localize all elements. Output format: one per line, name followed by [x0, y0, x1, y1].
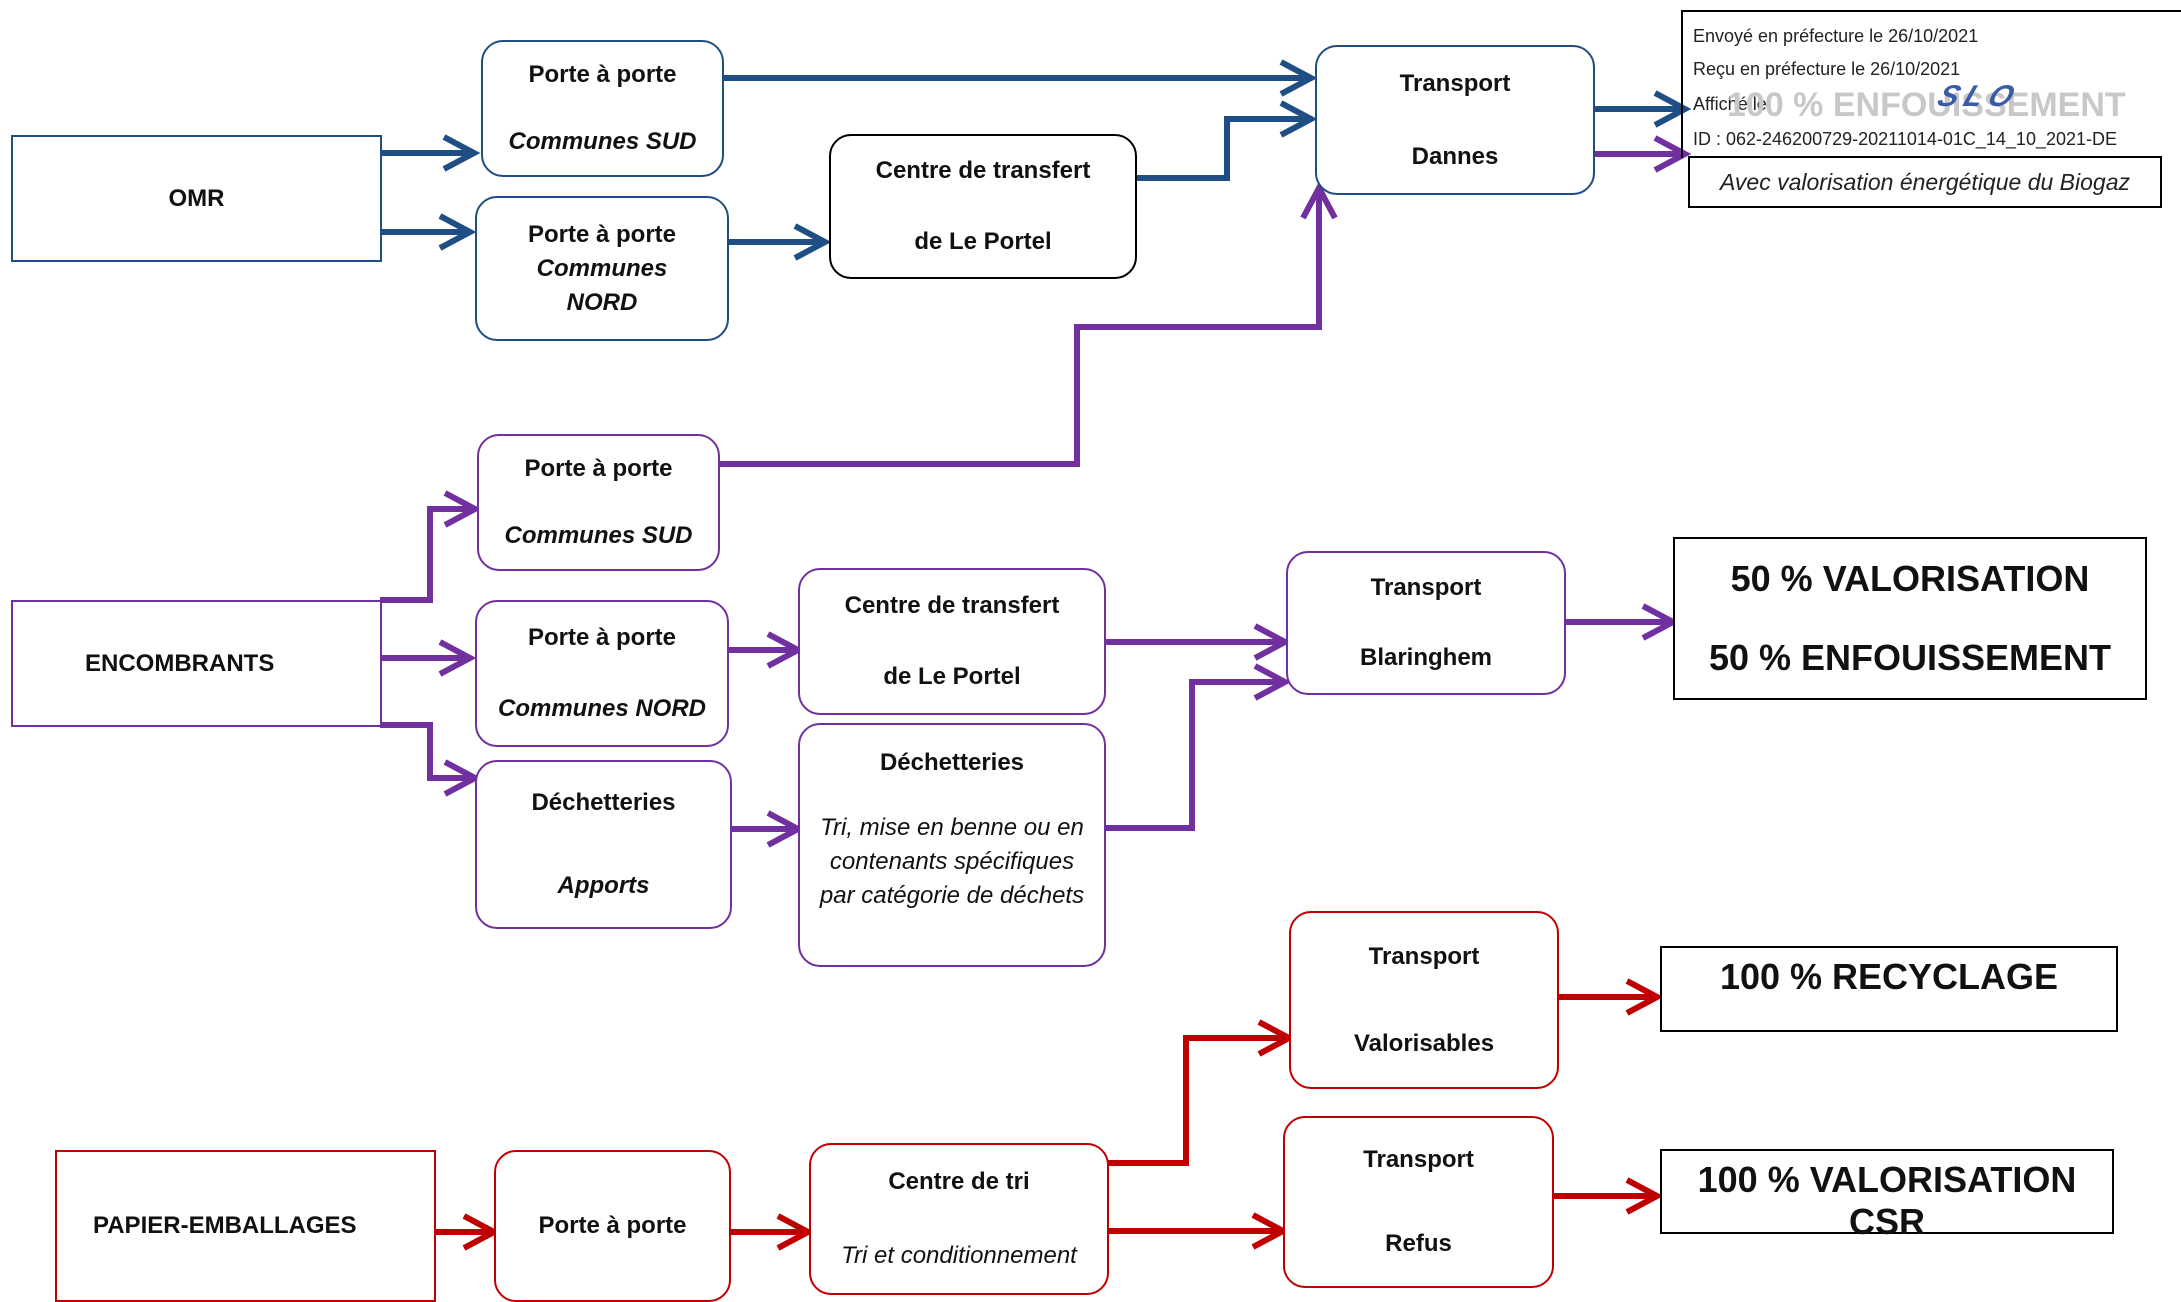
- omr-pap-nord-box: Porte à porte Communes NORD: [475, 196, 729, 341]
- enc-dech-tri-line4: par catégorie de déchets: [819, 882, 1085, 909]
- omr-centre-transfert-box: Centre de transfert de Le Portel: [829, 134, 1137, 279]
- enc-pap-sud-box: Porte à porte Communes SUD: [477, 434, 720, 571]
- omr-result-sub-box: Avec valorisation énergétique du Biogaz: [1688, 156, 2162, 208]
- enc-dech-apports-line1: Déchetteries: [531, 789, 676, 817]
- centre-tri-line2: Tri et conditionnement: [841, 1242, 1077, 1269]
- enc-dech-tri-line3: contenants spécifiques: [829, 848, 1075, 875]
- prefecture-stamp: Envoyé en préfecture le 26/10/2021 Reçu …: [1681, 10, 2181, 158]
- transport-dannes-line1: Transport: [1399, 69, 1511, 97]
- enc-result-box: 50 % VALORISATION 50 % ENFOUISSEMENT: [1673, 537, 2147, 700]
- omr-result-main: 100 % ENFOUISSEMENT: [1727, 86, 2126, 124]
- enc-pap-nord-line2: Communes NORD: [497, 695, 707, 723]
- transport-valorisables-box: Transport Valorisables: [1289, 911, 1559, 1089]
- omr-transfert-line2: de Le Portel: [914, 227, 1052, 255]
- enc-transfert-line1: Centre de transfert: [844, 591, 1060, 619]
- transport-dannes-line2: Dannes: [1411, 142, 1499, 170]
- papier-pap-label: Porte à porte: [538, 1212, 687, 1239]
- source-papier-label: PAPIER-EMBALLAGES: [93, 1212, 357, 1239]
- enc-result-line1: 50 % VALORISATION: [1730, 557, 2090, 599]
- transport-refus-line1: Transport: [1363, 1146, 1474, 1173]
- arrow-pap-sud-to-transport-dannes: [720, 193, 1322, 467]
- arrow-enc-to-dech-apports: [380, 722, 470, 781]
- recyclage-result-text: 100 % RECYCLAGE: [1719, 956, 2059, 997]
- centre-tri-line1: Centre de tri: [888, 1168, 1030, 1195]
- stamp-affiche: Affiché le: [1693, 94, 1767, 114]
- source-omr: OMR: [11, 135, 382, 262]
- recyclage-result-box: 100 % RECYCLAGE: [1660, 946, 2118, 1032]
- transport-blaringhem-line1: Transport: [1370, 574, 1482, 601]
- enc-dech-apports-line2: Apports: [557, 871, 650, 899]
- source-papier-emballages: PAPIER-EMBALLAGES: [55, 1150, 436, 1302]
- transport-refus-line2: Refus: [1385, 1230, 1452, 1257]
- source-omr-label: OMR: [168, 184, 225, 212]
- enc-dech-tri-line1: Déchetteries: [879, 749, 1025, 776]
- enc-pap-nord-line1: Porte à porte: [527, 623, 677, 651]
- transport-valo-line1: Transport: [1368, 942, 1480, 970]
- centre-tri-box: Centre de tri Tri et conditionnement: [809, 1143, 1109, 1295]
- stamp-recu: Reçu en préfecture le 26/10/2021: [1693, 59, 1961, 79]
- enc-pap-sud-line1: Porte à porte: [524, 455, 673, 483]
- enc-pap-nord-box: Porte à porte Communes NORD: [475, 600, 729, 747]
- source-encombrants: ENCOMBRANTS: [11, 600, 382, 727]
- transport-dannes-box: Transport Dannes: [1315, 45, 1595, 195]
- arrow-transfert-to-transport-dannes: [1135, 116, 1306, 181]
- enc-dech-apports-box: Déchetteries Apports: [475, 760, 732, 929]
- transport-valo-line2: Valorisables: [1353, 1029, 1495, 1057]
- omr-pap-sud-box: Porte à porte Communes SUD: [481, 40, 724, 177]
- papier-pap-box: Porte à porte: [494, 1150, 731, 1302]
- enc-dech-tri-box: Déchetteries Tri, mise en benne ou en co…: [798, 723, 1106, 967]
- enc-result-line2: 50 % ENFOUISSEMENT: [1708, 637, 2112, 679]
- source-encombrants-label: ENCOMBRANTS: [85, 649, 275, 677]
- omr-pap-nord-line1: Porte à porte: [527, 220, 677, 248]
- enc-dech-tri-line2: Tri, mise en benne ou en: [820, 814, 1084, 841]
- transport-blaringhem-line2: Blaringhem: [1359, 644, 1493, 671]
- transport-blaringhem-box: Transport Blaringhem: [1286, 551, 1566, 695]
- enc-pap-sud-line2: Communes SUD: [504, 521, 693, 549]
- arrow-centre-tri-to-valorisables: [1107, 1035, 1284, 1166]
- transport-refus-box: Transport Refus: [1283, 1116, 1554, 1288]
- omr-pap-sud-line1: Porte à porte: [528, 61, 677, 89]
- enc-centre-transfert-box: Centre de transfert de Le Portel: [798, 568, 1106, 715]
- omr-pap-sud-line2: Communes SUD: [508, 127, 697, 155]
- stamp-id: ID : 062-246200729-20211014-01C_14_10_20…: [1693, 129, 2118, 149]
- csr-result-text: 100 % VALORISATION CSR: [1697, 1159, 2077, 1242]
- arrow-enc-to-pap-sud: [380, 506, 470, 603]
- csr-result-box: 100 % VALORISATION CSR: [1660, 1149, 2114, 1242]
- omr-pap-nord-line2: Communes: [536, 254, 668, 282]
- omr-transfert-line1: Centre de transfert: [875, 157, 1091, 185]
- omr-pap-nord-line3: NORD: [566, 288, 638, 316]
- enc-transfert-line2: de Le Portel: [883, 663, 1021, 691]
- omr-result-sub-text: Avec valorisation énergétique du Biogaz: [1719, 168, 2130, 195]
- slo-logo: SLO: [1933, 80, 2025, 113]
- stamp-envoye: Envoyé en préfecture le 26/10/2021: [1693, 26, 1979, 46]
- arrow-dech-tri-to-blaringhem: [1105, 679, 1280, 831]
